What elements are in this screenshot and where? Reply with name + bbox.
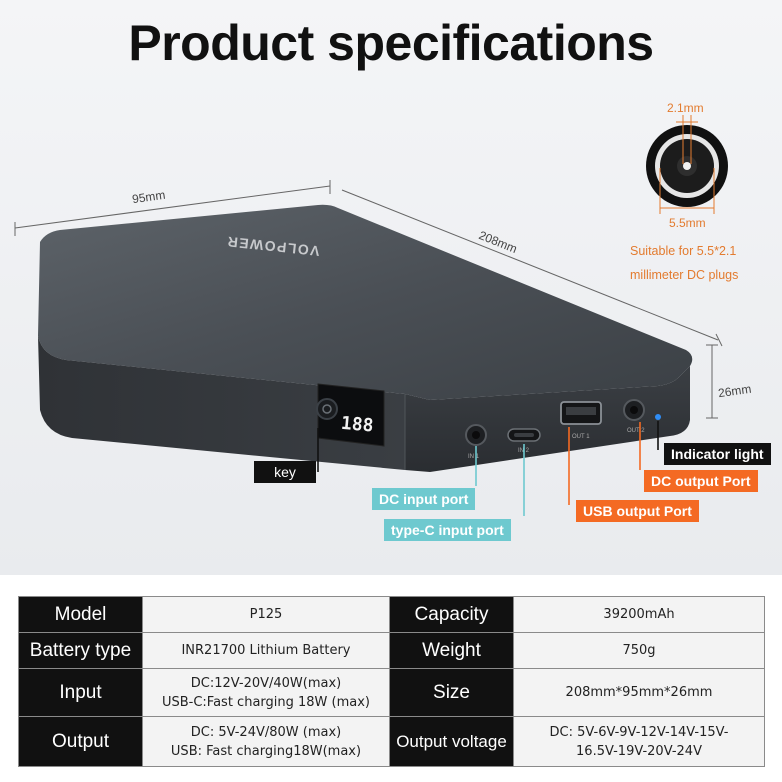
page-title: Product specifications bbox=[128, 15, 654, 71]
plug-outer-diameter: 5.5mm bbox=[669, 216, 706, 230]
power-key-button[interactable] bbox=[316, 398, 338, 420]
dc-plug-diagram bbox=[646, 115, 728, 214]
callout-leader-lines bbox=[317, 421, 659, 516]
table-row: Battery type INR21700 Lithium Battery We… bbox=[18, 632, 765, 669]
dc-output-port[interactable] bbox=[623, 399, 645, 421]
dimension-length-line bbox=[341, 189, 723, 347]
dc-input-port[interactable] bbox=[465, 424, 487, 446]
spec-value-input: DC:12V-20V/40W(max) USB-C:Fast charging … bbox=[142, 668, 390, 717]
dimension-width-line bbox=[14, 180, 331, 236]
spec-label-output-voltage: Output voltage bbox=[389, 716, 514, 767]
callout-dc-input-port: DC input port bbox=[372, 488, 476, 510]
usb-output-port[interactable] bbox=[560, 401, 602, 425]
spec-value-model: P125 bbox=[142, 596, 390, 633]
type-c-input-port[interactable] bbox=[507, 428, 541, 442]
plug-note-line2: millimeter DC plugs bbox=[630, 268, 739, 282]
display-readout: 188 bbox=[340, 413, 374, 437]
table-row: Model P125 Capacity 39200mAh bbox=[18, 596, 765, 633]
spec-value-battery-type: INR21700 Lithium Battery bbox=[142, 632, 390, 669]
dimension-height-line bbox=[706, 344, 718, 419]
plug-note-line1: Suitable for 5.5*2.1 bbox=[630, 244, 737, 258]
port-label-out2: OUT 2 bbox=[627, 428, 645, 434]
callout-indicator-light: Indicator light bbox=[664, 443, 771, 465]
plug-inner-diameter: 2.1mm bbox=[667, 101, 704, 115]
spec-value-output-voltage: DC: 5V-6V-9V-12V-14V-15V- 16.5V-19V-20V-… bbox=[513, 716, 765, 767]
display-panel bbox=[317, 383, 385, 447]
power-bank-illustration: 188 IN 1 IN 2 OUT 1 OUT 2 VOLPOWER bbox=[14, 115, 728, 516]
table-row: Input DC:12V-20V/40W(max) USB-C:Fast cha… bbox=[18, 668, 765, 717]
power-bank-top-face bbox=[38, 204, 693, 400]
input-line-dc: DC:12V-20V/40W(max) bbox=[190, 675, 342, 691]
spec-label-battery-type: Battery type bbox=[18, 632, 143, 669]
spec-label-weight: Weight bbox=[389, 632, 514, 669]
port-label-in1: IN 1 bbox=[468, 454, 480, 460]
spec-label-size: Size bbox=[389, 668, 514, 717]
callout-key: key bbox=[254, 461, 316, 483]
callout-type-c-input-port: type-C input port bbox=[384, 519, 511, 541]
voltage-line-1: DC: 5V-6V-9V-12V-14V-15V- bbox=[549, 724, 729, 740]
output-line-usb: USB: Fast charging18W(max) bbox=[170, 743, 362, 759]
spec-value-capacity: 39200mAh bbox=[513, 596, 765, 633]
callout-dc-output-port: DC output Port bbox=[644, 470, 758, 492]
voltage-line-2: 16.5V-19V-20V-24V bbox=[576, 743, 702, 759]
input-line-usb-c: USB-C:Fast charging 18W (max) bbox=[161, 694, 371, 710]
spec-label-output: Output bbox=[18, 716, 143, 767]
spec-label-capacity: Capacity bbox=[389, 596, 514, 633]
power-bank-left-side bbox=[38, 336, 405, 470]
specs-table: Model P125 Capacity 39200mAh Battery typ… bbox=[18, 596, 765, 767]
spec-value-output: DC: 5V-24V/80W (max) USB: Fast charging1… bbox=[142, 716, 390, 767]
spec-value-size: 208mm*95mm*26mm bbox=[513, 668, 765, 717]
callout-usb-output-port: USB output Port bbox=[576, 500, 699, 522]
spec-label-input: Input bbox=[18, 668, 143, 717]
output-line-dc: DC: 5V-24V/80W (max) bbox=[190, 724, 342, 740]
spec-label-model: Model bbox=[18, 596, 143, 633]
indicator-light bbox=[655, 414, 661, 420]
port-label-out1: OUT 1 bbox=[572, 434, 590, 440]
table-row: Output DC: 5V-24V/80W (max) USB: Fast ch… bbox=[18, 716, 765, 767]
spec-value-weight: 750g bbox=[513, 632, 765, 669]
